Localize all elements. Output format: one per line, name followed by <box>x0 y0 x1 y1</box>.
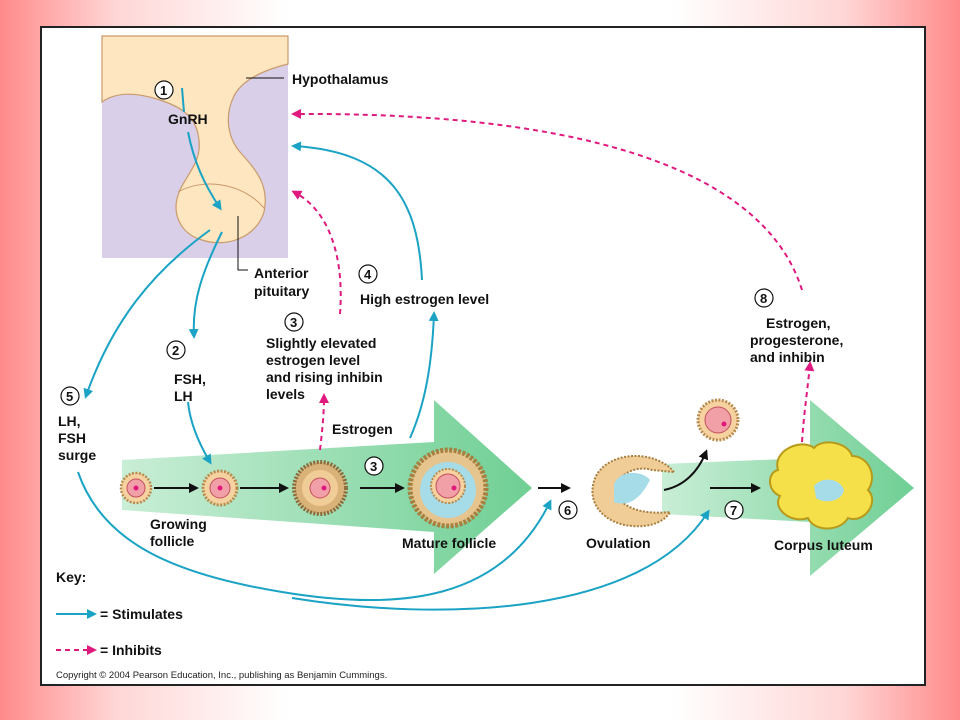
menstrual-cycle-diagram: Hypothalamus 1 GnRH Anterior pituitary 3 <box>56 35 914 681</box>
copyright: Copyright © 2004 Pearson Education, Inc.… <box>56 670 387 681</box>
luteal-hormones-label-3: and inhibin <box>750 349 825 365</box>
step-8-badge <box>754 288 774 308</box>
fsh-lh-label-2: LH <box>174 388 193 404</box>
fsh-lh-to-follicle-arrow <box>187 401 212 465</box>
step-4-number: 4 <box>364 267 372 282</box>
high-estrogen-stimulate-arrow <box>291 141 423 281</box>
step-6-badge <box>558 500 578 520</box>
step-1-number: 1 <box>160 83 167 98</box>
estrogen-to-high-level-arrow <box>409 311 439 439</box>
corpus-luteum-label: Corpus luteum <box>774 537 873 553</box>
surge-to-ovulation-arrow <box>77 471 552 602</box>
fsh-lh-release-arrow <box>188 231 223 339</box>
growing-follicle-3 <box>292 460 348 516</box>
estrogen-inhibit-up-arrow <box>318 393 329 451</box>
growing-follicle-label-2: follicle <box>150 533 195 549</box>
surge-label-3: surge <box>58 447 96 463</box>
surge-to-corpus-luteum-arrow <box>291 509 710 611</box>
key-title: Key: <box>56 569 86 585</box>
luteal-hormones-inhibit-arrow <box>291 108 803 291</box>
step-7-badge <box>724 500 744 520</box>
step-3-badge <box>284 312 304 332</box>
slight-estrogen-inhibit-arrow <box>291 190 342 315</box>
pituitary-outline <box>177 183 265 209</box>
fsh-lh-label-1: FSH, <box>174 371 206 387</box>
anterior-pituitary-label-1: Anterior <box>254 265 309 281</box>
step-1-badge <box>154 80 174 100</box>
growing-follicle-2 <box>201 469 239 507</box>
slightly-elevated-label-1: Slightly elevated <box>266 335 376 351</box>
key-stimulates-label: = Stimulates <box>100 606 183 622</box>
surge-label-1: LH, <box>58 413 81 429</box>
step-5-badge <box>60 386 80 406</box>
mature-follicle <box>407 447 489 529</box>
step-2-badge <box>166 340 186 360</box>
ovulation-follicle <box>591 455 677 528</box>
high-estrogen-label: High estrogen level <box>360 291 489 307</box>
step-2-number: 2 <box>172 343 179 358</box>
step-6-number: 6 <box>564 503 571 518</box>
mature-follicle-label: Mature follicle <box>402 535 496 551</box>
growing-follicle-label-1: Growing <box>150 516 207 532</box>
lh-fsh-surge-arrow <box>83 229 211 399</box>
surge-label-2: FSH <box>58 430 86 446</box>
hypothalamus-label: Hypothalamus <box>292 71 389 87</box>
growing-follicle-1 <box>119 471 153 505</box>
slightly-elevated-label-4: levels <box>266 386 305 402</box>
step-3-number: 3 <box>290 315 297 330</box>
slightly-elevated-label-3: and rising inhibin <box>266 369 383 385</box>
slightly-elevated-label-2: estrogen level <box>266 352 360 368</box>
gnrh-stimulate-arrow <box>181 87 220 208</box>
key-inhibits-label: = Inhibits <box>100 642 162 658</box>
released-ovum <box>696 398 740 442</box>
step-3b-badge <box>364 456 384 476</box>
corpus-luteum <box>769 441 874 530</box>
luteal-hormones-label-1: Estrogen, <box>766 315 831 331</box>
step-5-number: 5 <box>66 389 73 404</box>
step-4-badge <box>358 264 378 284</box>
step-7-number: 7 <box>730 503 737 518</box>
step-8-number: 8 <box>760 291 767 306</box>
diagram-frame: Hypothalamus 1 GnRH Anterior pituitary 3 <box>40 26 926 686</box>
anterior-pituitary-label-2: pituitary <box>254 283 309 299</box>
ovulation-label: Ovulation <box>586 535 651 551</box>
estrogen-label: Estrogen <box>332 421 393 437</box>
step-3b-number: 3 <box>370 459 377 474</box>
gnrh-label: GnRH <box>168 111 208 127</box>
corpus-luteum-inhibit-up-arrow <box>801 361 815 443</box>
luteal-hormones-label-2: progesterone, <box>750 332 843 348</box>
